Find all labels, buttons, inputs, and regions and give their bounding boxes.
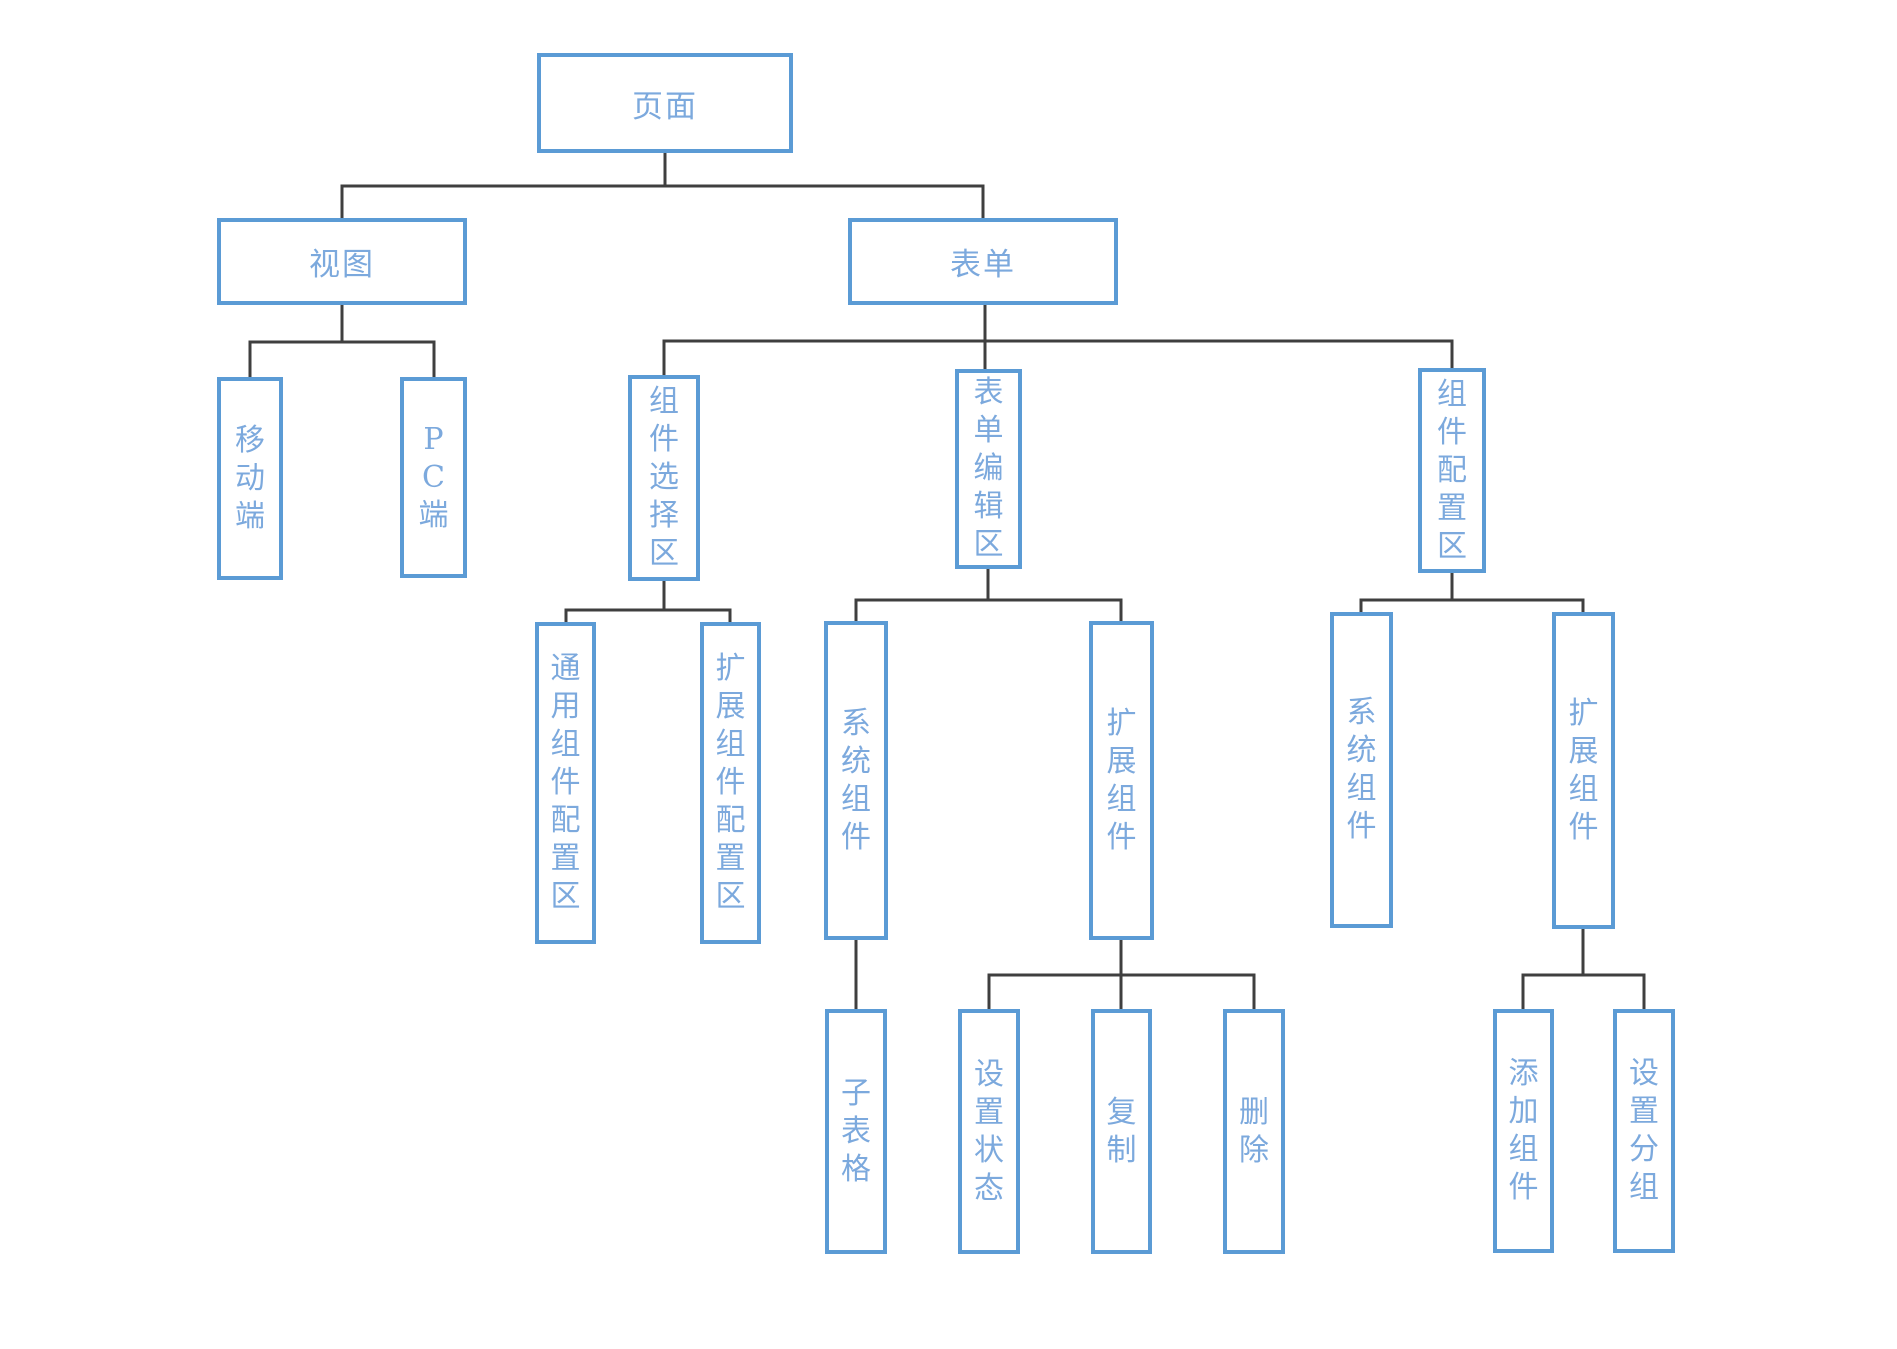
node-copy: 复制: [1091, 1009, 1152, 1254]
node-component-config-area-label: 组件配置区: [1437, 376, 1467, 564]
node-delete-label: 删除: [1239, 1094, 1269, 1168]
node-system-component-config-label: 系统组件: [1346, 695, 1377, 844]
node-form: 表单: [848, 218, 1118, 305]
node-pc: PC端: [400, 377, 467, 578]
node-pc-label: PC端: [418, 421, 449, 533]
node-component-select-area-label: 组件选择区: [649, 384, 679, 571]
node-extended-component-edit: 扩展组件: [1089, 621, 1154, 940]
node-general-component-config-area-label: 通用组件配置区: [550, 651, 581, 914]
connector-extended-config-children: [1521, 929, 1646, 1009]
node-set-state: 设置状态: [958, 1009, 1020, 1254]
node-add-component-label: 添加组件: [1508, 1056, 1539, 1205]
node-view: 视图: [217, 218, 467, 305]
node-system-component-edit-label: 系统组件: [841, 705, 871, 855]
node-copy-label: 复制: [1106, 1094, 1137, 1168]
connector-config-area-children: [1359, 573, 1585, 612]
node-general-component-config-area: 通用组件配置区: [535, 622, 596, 944]
node-system-component-edit: 系统组件: [824, 621, 888, 940]
node-form-edit-area-label: 表单编辑区: [973, 375, 1004, 562]
node-add-component: 添加组件: [1493, 1009, 1554, 1253]
node-form-edit-area: 表单编辑区: [955, 369, 1022, 569]
node-extended-component-config: 扩展组件: [1552, 612, 1615, 929]
connector-form-children: [662, 305, 1454, 375]
connector-view-children: [248, 305, 436, 377]
node-extended-component-config-area: 扩展组件配置区: [700, 622, 761, 944]
node-page: 页面: [537, 53, 793, 153]
node-extended-component-edit-label: 扩展组件: [1106, 705, 1137, 855]
connector-edit-area-children: [854, 569, 1123, 621]
node-extended-component-config-label: 扩展组件: [1568, 695, 1599, 845]
node-set-group: 设置分组: [1613, 1009, 1675, 1253]
node-sub-table-label: 子表格: [841, 1075, 871, 1187]
node-mobile-label: 移动端: [235, 422, 265, 534]
node-component-config-area: 组件配置区: [1418, 368, 1486, 573]
node-extended-component-config-area-label: 扩展组件配置区: [715, 651, 746, 914]
node-view-label: 视图: [309, 247, 375, 283]
node-component-select-area: 组件选择区: [628, 375, 700, 581]
node-delete: 删除: [1223, 1009, 1285, 1254]
connector-extended-edit-children: [987, 940, 1256, 1009]
connector-page-children: [340, 153, 985, 218]
connector-select-area-children: [564, 581, 732, 622]
node-set-state-label: 设置状态: [974, 1056, 1004, 1206]
node-form-label: 表单: [950, 247, 1016, 283]
node-mobile: 移动端: [217, 377, 283, 580]
node-sub-table: 子表格: [825, 1009, 887, 1254]
node-system-component-config: 系统组件: [1330, 612, 1393, 928]
node-set-group-label: 设置分组: [1629, 1056, 1659, 1205]
node-page-label: 页面: [632, 88, 698, 125]
